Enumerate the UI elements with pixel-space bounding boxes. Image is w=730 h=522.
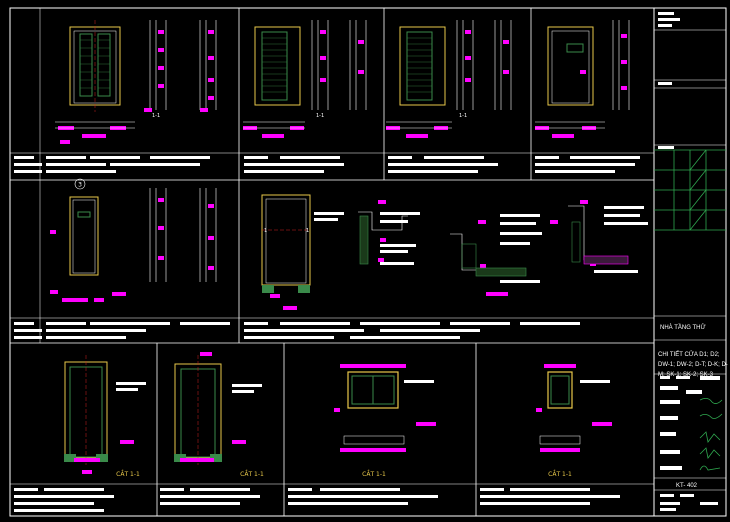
- door-section-d1: [261, 194, 311, 293]
- note-text-blocks: [14, 156, 640, 512]
- door-elevation-d1: [69, 20, 121, 112]
- profile-detail-2: [450, 233, 527, 277]
- section-elevation-1: [64, 355, 108, 465]
- door-elevation-dw: [399, 26, 446, 106]
- row3-callout-texts: [116, 380, 610, 393]
- section-captions: CẮT 1-1 CẮT 1-1 CẮT 1-1 CẮT 1-1: [116, 470, 572, 478]
- row2-side-sections: [149, 188, 217, 282]
- door-elevation-d2: [254, 26, 301, 106]
- section-tag-b: 1-1: [316, 113, 324, 119]
- profile-detail-1: [358, 211, 408, 265]
- window-elevation-sk1: [343, 371, 405, 445]
- row1-plan-strips: [55, 121, 605, 129]
- section-caption-3: CẮT 1-1: [362, 470, 386, 478]
- profile-detail-3: [568, 205, 629, 265]
- cut-mark-b: 1: [306, 228, 309, 234]
- section-tag-c: 1-1: [459, 113, 467, 119]
- drawing-title: CHI TIẾT CỬA D1; D2; DW-1; DW-2; D-T; D-…: [658, 352, 728, 378]
- project-name: NHÀ TẦNG THỬ: [660, 325, 706, 331]
- row1-dimension-tags: [58, 30, 627, 144]
- section-elevation-2: [174, 355, 222, 465]
- section-tag-a: 1-1: [152, 113, 160, 119]
- door-elevation-dk: [69, 196, 99, 276]
- section-caption-4: CẮT 1-1: [548, 470, 572, 478]
- title-block-labels: [658, 12, 720, 511]
- section-caption-1: CẮT 1-1: [116, 470, 140, 478]
- window-elevation-sk2: [539, 371, 581, 445]
- door-elevation-dt: [547, 26, 594, 106]
- revision-grid: [654, 149, 726, 231]
- section-tags: 1-1 1-1 1-1 1 1: [152, 113, 467, 234]
- title-block-lines: [654, 29, 726, 491]
- row2-callout-texts: [314, 206, 648, 283]
- detail-marker-3: 3: [74, 178, 86, 190]
- row3-dimension-tags: [74, 352, 612, 474]
- note-strip-lines: [10, 152, 654, 485]
- sheet-border: [9, 7, 727, 517]
- signatures: [699, 398, 723, 471]
- detail-marker-text: 3: [78, 182, 82, 189]
- row1-side-sections: [149, 20, 630, 110]
- drawing-code: KT- 402: [676, 483, 698, 489]
- cut-mark-a: 1: [264, 228, 267, 234]
- row2-dimension-tags: [50, 198, 596, 310]
- section-caption-2: CẮT 1-1: [240, 470, 264, 478]
